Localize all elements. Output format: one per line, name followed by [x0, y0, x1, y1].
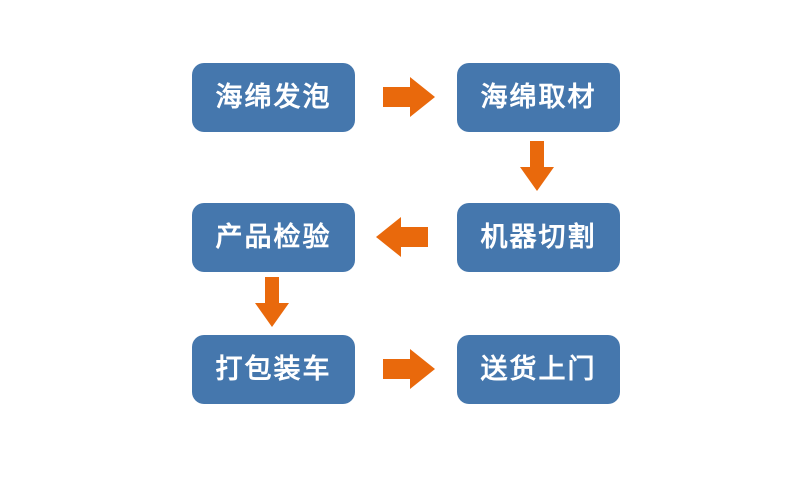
arrow-right-icon	[383, 77, 435, 117]
arrow-head	[520, 167, 554, 191]
arrow-stem	[401, 227, 428, 247]
flow-node-sponge-foaming: 海绵发泡	[192, 63, 355, 132]
flow-node-sponge-material: 海绵取材	[457, 63, 620, 132]
arrow-stem	[530, 141, 544, 167]
flow-node-door-delivery: 送货上门	[457, 335, 620, 404]
arrow-head	[410, 349, 435, 389]
flow-node-product-inspection: 产品检验	[192, 203, 355, 272]
arrow-down-icon	[255, 277, 289, 327]
arrow-stem	[265, 277, 279, 303]
arrow-stem	[383, 359, 410, 379]
arrow-left-icon	[376, 217, 428, 257]
flow-node-machine-cutting: 机器切割	[457, 203, 620, 272]
arrow-head	[376, 217, 401, 257]
arrow-down-icon	[520, 141, 554, 191]
flow-node-packing-loading: 打包装车	[192, 335, 355, 404]
arrow-head	[255, 303, 289, 327]
arrow-right-icon	[383, 349, 435, 389]
arrow-stem	[383, 87, 410, 107]
arrow-head	[410, 77, 435, 117]
